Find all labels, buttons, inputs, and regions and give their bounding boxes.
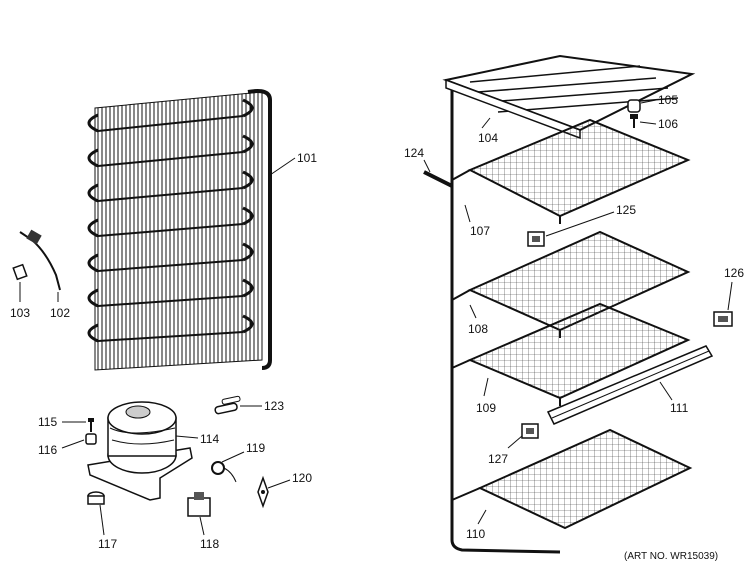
label-115: 115: [38, 415, 57, 429]
condenser-part-101: [87, 89, 272, 371]
frame-rail-left: [450, 90, 561, 554]
label-104: 104: [478, 131, 498, 145]
relay-part-118: [187, 492, 211, 517]
label-101: 101: [297, 151, 317, 165]
screw-part-115: [88, 418, 94, 432]
screw-part-106: [630, 114, 638, 128]
top-plate-part-104: [442, 54, 696, 140]
label-109: 109: [476, 401, 496, 415]
label-117: 117: [98, 537, 117, 551]
label-127: 127: [488, 452, 508, 466]
grommet-part-117: [87, 491, 105, 505]
art-number: (ART NO. WR15039): [624, 551, 719, 562]
evaporator-shelf-part-107: [451, 118, 691, 224]
evaporator-shelf-part-110: [451, 428, 693, 530]
tube-part-124: [423, 170, 453, 188]
clip-part-120: [257, 475, 269, 509]
clamp-part-123: [214, 395, 241, 415]
label-123: 123: [264, 399, 284, 413]
label-102: 102: [50, 306, 70, 320]
label-106: 106: [658, 117, 678, 131]
label-107: 107: [470, 224, 490, 238]
grommet-part-116: [85, 433, 97, 445]
clip-part-125: [527, 231, 545, 247]
label-111: 111: [670, 401, 689, 415]
label-114: 114: [200, 432, 219, 446]
label-126: 126: [724, 266, 744, 280]
wire-harness-part-102: [19, 229, 61, 291]
label-120: 120: [292, 471, 312, 485]
compressor-part-114: [87, 401, 193, 501]
label-105: 105: [658, 93, 678, 107]
cap-part-105: [627, 99, 641, 113]
label-125: 125: [616, 203, 636, 217]
label-103: 103: [10, 306, 30, 320]
connector-part-103: [12, 263, 28, 281]
overload-part-119: [211, 461, 237, 483]
trim-strip-part-111: [546, 345, 714, 425]
label-124: 124: [404, 146, 424, 160]
label-110: 110: [466, 527, 485, 541]
label-116: 116: [38, 443, 57, 457]
label-118: 118: [200, 537, 219, 551]
clip-part-126: [713, 311, 733, 327]
clip-part-127: [521, 423, 539, 439]
label-119: 119: [246, 441, 265, 455]
evaporator-shelf-part-109: [451, 302, 691, 406]
label-108: 108: [468, 322, 488, 336]
